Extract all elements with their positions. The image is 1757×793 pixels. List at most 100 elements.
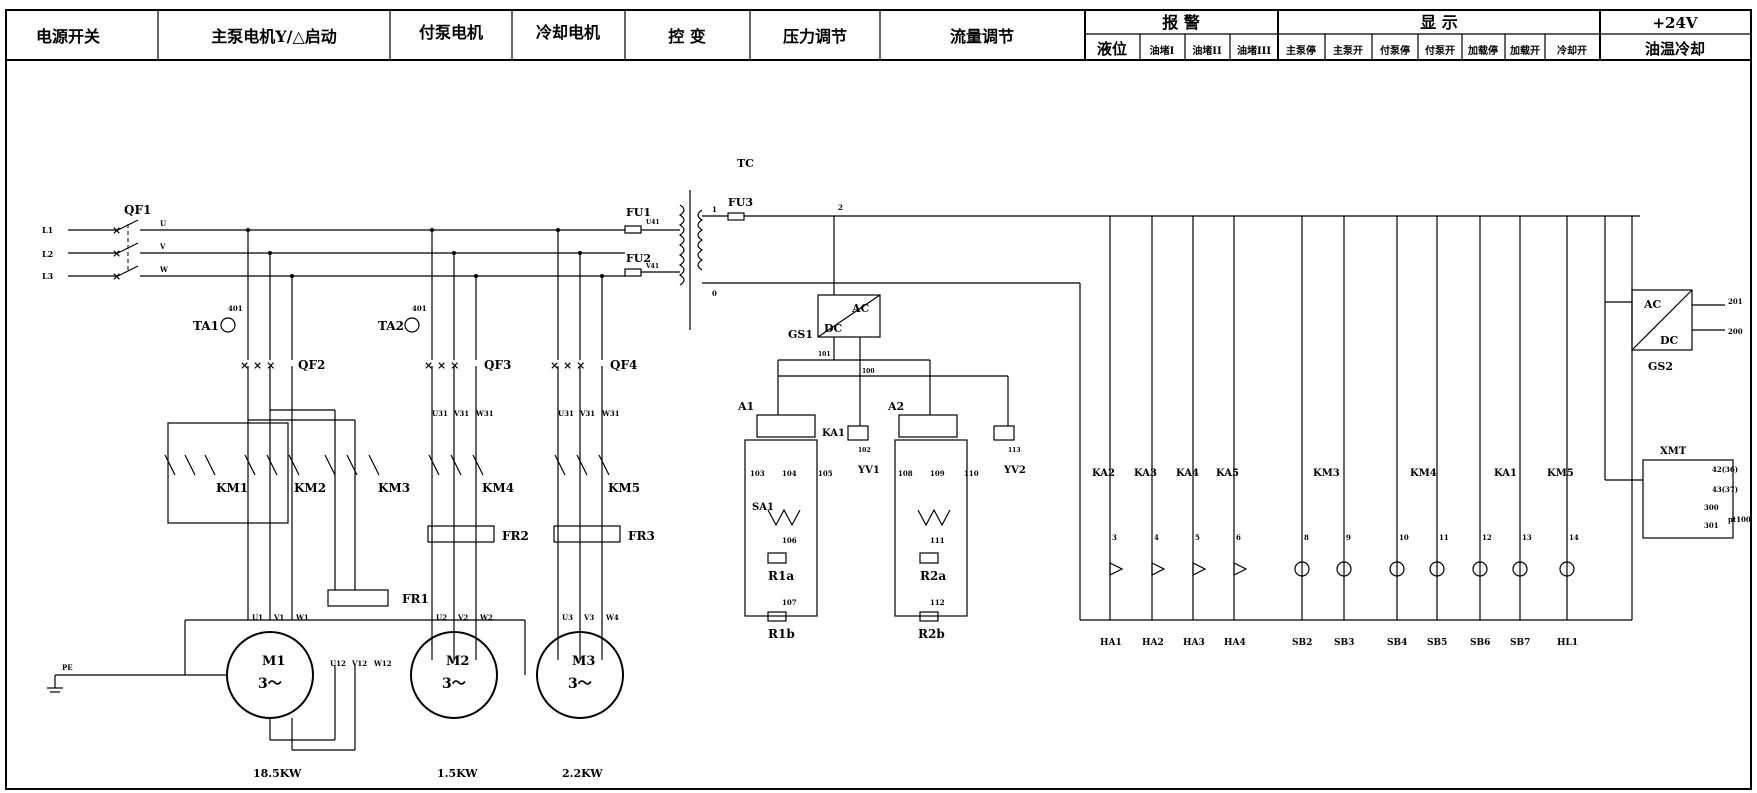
label-V3: V3 bbox=[583, 613, 594, 622]
header-alarm-level: 液位 bbox=[1097, 40, 1127, 58]
xmt-controller: XMT 42(36) 43(37) 300 301 pt100 bbox=[1605, 446, 1751, 539]
label-U1: U1 bbox=[252, 613, 263, 622]
contact-KA5: KA5 bbox=[1216, 468, 1239, 479]
header-display-5: 加载开 bbox=[1509, 44, 1540, 57]
label-108: 108 bbox=[898, 469, 913, 478]
label-FR2: FR2 bbox=[502, 529, 529, 543]
header-alarm-clog2: 油堵II bbox=[1192, 44, 1222, 57]
label-A2: A2 bbox=[887, 400, 904, 413]
svg-text:× × ×: × × × bbox=[550, 359, 585, 372]
label-XMT: XMT bbox=[1660, 446, 1687, 457]
header-dividers bbox=[157, 10, 1601, 60]
node-13: 13 bbox=[1522, 533, 1532, 542]
gs1-supply: AC DC GS1 101 100 bbox=[778, 216, 1008, 377]
node-10: 10 bbox=[1399, 533, 1409, 542]
label-M2-phase: 3～ bbox=[442, 676, 466, 692]
contact-KA1: KA1 bbox=[1494, 468, 1517, 479]
motor-M1 bbox=[226, 631, 314, 719]
contact-KM3: KM3 bbox=[1313, 468, 1340, 479]
svg-text:×: × bbox=[112, 224, 121, 237]
label-t42: 42(36) bbox=[1712, 465, 1738, 474]
label-HL1: HL1 bbox=[1557, 638, 1578, 648]
label-103: 103 bbox=[750, 469, 765, 478]
label-106: 106 bbox=[782, 536, 797, 545]
label-SB2: SB2 bbox=[1292, 638, 1312, 648]
svg-text:× × ×: × × × bbox=[424, 359, 459, 372]
header-oil-cool: 油温冷却 bbox=[1645, 40, 1705, 58]
label-V12: V12 bbox=[351, 659, 367, 668]
contact-KA4: KA4 bbox=[1176, 468, 1199, 479]
label-104: 104 bbox=[782, 469, 797, 478]
label-R1b: R1b bbox=[768, 627, 795, 641]
label-power-M2: 1.5KW bbox=[437, 767, 478, 780]
label-U3: U3 bbox=[562, 613, 573, 622]
motor-breakers: × × × × × × × × × bbox=[240, 359, 603, 390]
gs2-supply: AC DC GS2 201 200 bbox=[1605, 289, 1743, 373]
header-24v: +24V bbox=[1652, 14, 1697, 32]
label-M1: M1 bbox=[262, 654, 285, 669]
fr2-relay bbox=[427, 525, 495, 543]
label-QF4: QF4 bbox=[610, 358, 637, 372]
pressure-flow-amps: A1 KA1 YV1 102 A2 YV2 113 103 104 105 10… bbox=[737, 360, 1026, 641]
label-pt100: pt100 bbox=[1728, 515, 1751, 524]
label-U12: U12 bbox=[330, 659, 346, 668]
label-U: U bbox=[160, 219, 166, 228]
label-QF1: QF1 bbox=[124, 203, 151, 217]
header-alarm: 报 警 bbox=[1162, 13, 1200, 32]
contactor-contacts bbox=[164, 454, 610, 476]
label-QF2: QF2 bbox=[298, 358, 325, 372]
label-gs1-dc: DC bbox=[824, 322, 843, 335]
label-FR3: FR3 bbox=[628, 529, 655, 543]
label-102: 102 bbox=[858, 447, 871, 454]
bus-drops bbox=[246, 228, 604, 360]
label-power-M3: 2.2KW bbox=[562, 767, 603, 780]
header-display-1: 主泵开 bbox=[1333, 44, 1363, 57]
label-QF3: QF3 bbox=[484, 358, 511, 372]
label-M3: M3 bbox=[572, 654, 595, 669]
fr3-relay bbox=[553, 525, 621, 543]
label-W31b: W31 bbox=[601, 409, 620, 418]
label-HA3: HA3 bbox=[1183, 638, 1205, 648]
transformer-section: TC FU1 FU2 U41 V41 1 0 FU3 2 bbox=[624, 157, 1640, 621]
label-SB5: SB5 bbox=[1427, 638, 1447, 648]
label-R1a: R1a bbox=[768, 569, 794, 583]
label-M1-phase: 3～ bbox=[258, 676, 282, 692]
node-9: 9 bbox=[1346, 533, 1351, 542]
label-node0: 0 bbox=[712, 289, 717, 298]
label-KM2: KM2 bbox=[294, 481, 326, 495]
label-V: V bbox=[159, 242, 166, 251]
label-R2b: R2b bbox=[918, 627, 945, 641]
drawing-frame bbox=[5, 9, 1752, 790]
label-113: 113 bbox=[1008, 447, 1021, 454]
branch-circuits bbox=[1109, 216, 1633, 620]
label-R2a: R2a bbox=[920, 569, 946, 583]
header-display-4: 加载停 bbox=[1467, 44, 1498, 57]
label-KA1-coil: KA1 bbox=[822, 428, 845, 439]
contact-KA3: KA3 bbox=[1134, 468, 1157, 479]
label-GS2: GS2 bbox=[1648, 360, 1673, 373]
label-gs2-dc: DC bbox=[1660, 334, 1679, 347]
header-display-0: 主泵停 bbox=[1286, 44, 1316, 57]
header-flow: 流量调节 bbox=[950, 27, 1014, 46]
label-W: W bbox=[159, 265, 168, 274]
label-W3: W4 bbox=[605, 613, 619, 622]
ta1-meter bbox=[220, 317, 236, 333]
label-FR1: FR1 bbox=[402, 592, 429, 606]
label-U41: U41 bbox=[646, 219, 660, 226]
svg-text:× × ×: × × × bbox=[240, 359, 275, 372]
header-display: 显 示 bbox=[1420, 13, 1458, 32]
label-TC: TC bbox=[737, 157, 754, 170]
power-section: L1 L2 L3 QF1 × × × U V W bbox=[42, 203, 655, 780]
label-M3-phase: 3～ bbox=[568, 676, 592, 692]
fr1-relay bbox=[327, 589, 389, 607]
node-3: 3 bbox=[1112, 533, 1117, 542]
label-GS1: GS1 bbox=[788, 328, 813, 341]
label-W1: W1 bbox=[295, 613, 309, 622]
label-401b: 401 bbox=[412, 304, 427, 313]
node-11: 11 bbox=[1439, 533, 1449, 542]
label-200: 200 bbox=[1728, 327, 1743, 336]
label-V41: V41 bbox=[645, 263, 659, 270]
label-L2: L2 bbox=[42, 249, 53, 259]
indicator-lamps bbox=[1294, 561, 1575, 577]
